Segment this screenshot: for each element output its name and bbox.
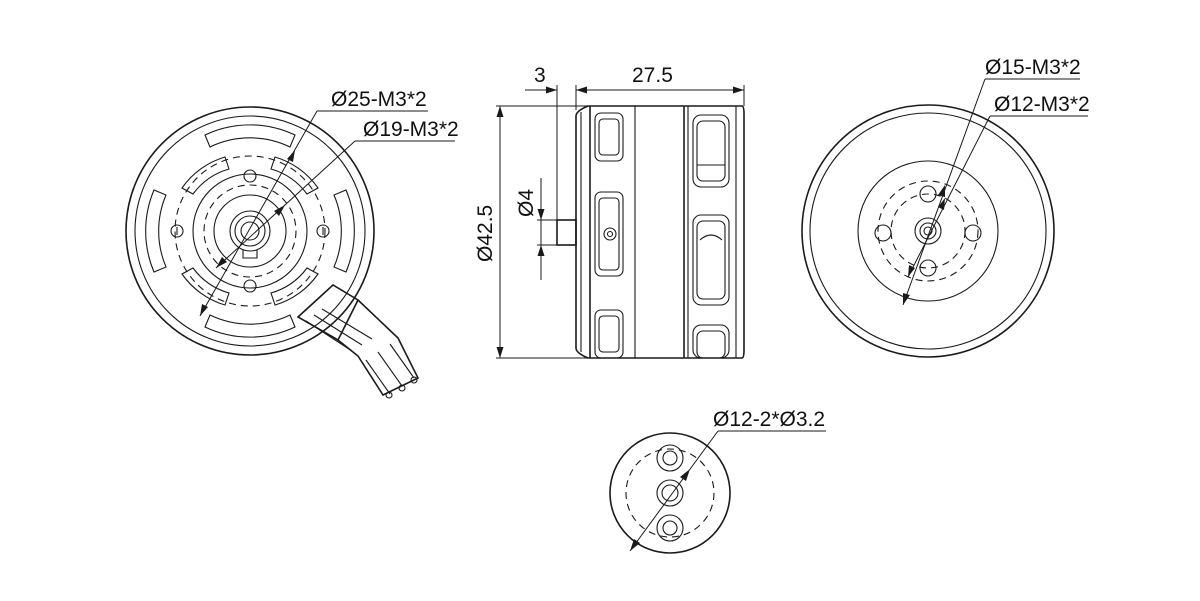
side-length-label: 27.5	[632, 64, 673, 87]
front-view: Ø25-M3*2 Ø19-M3*2	[125, 88, 459, 399]
side-view: 3 27.5 Ø42.5 Ø4	[474, 64, 745, 359]
side-offset-label: 3	[534, 64, 546, 87]
back-inner-bolt-circle-label: Ø12-M3*2	[994, 93, 1090, 116]
back-view: Ø15-M3*2 Ø12-M3*2	[801, 56, 1090, 358]
back-outer-bolt-circle-label: Ø15-M3*2	[985, 56, 1081, 79]
front-inner-bolt-circle-label: Ø19-M3*2	[363, 118, 459, 141]
front-outer-bolt-circle-label: Ø25-M3*2	[331, 88, 427, 111]
mount-view: Ø12-2*Ø3.2	[609, 408, 826, 554]
side-shaft-label: Ø4	[515, 189, 538, 217]
side-diameter-label: Ø42.5	[474, 205, 497, 262]
mount-pattern-label: Ø12-2*Ø3.2	[713, 408, 825, 431]
